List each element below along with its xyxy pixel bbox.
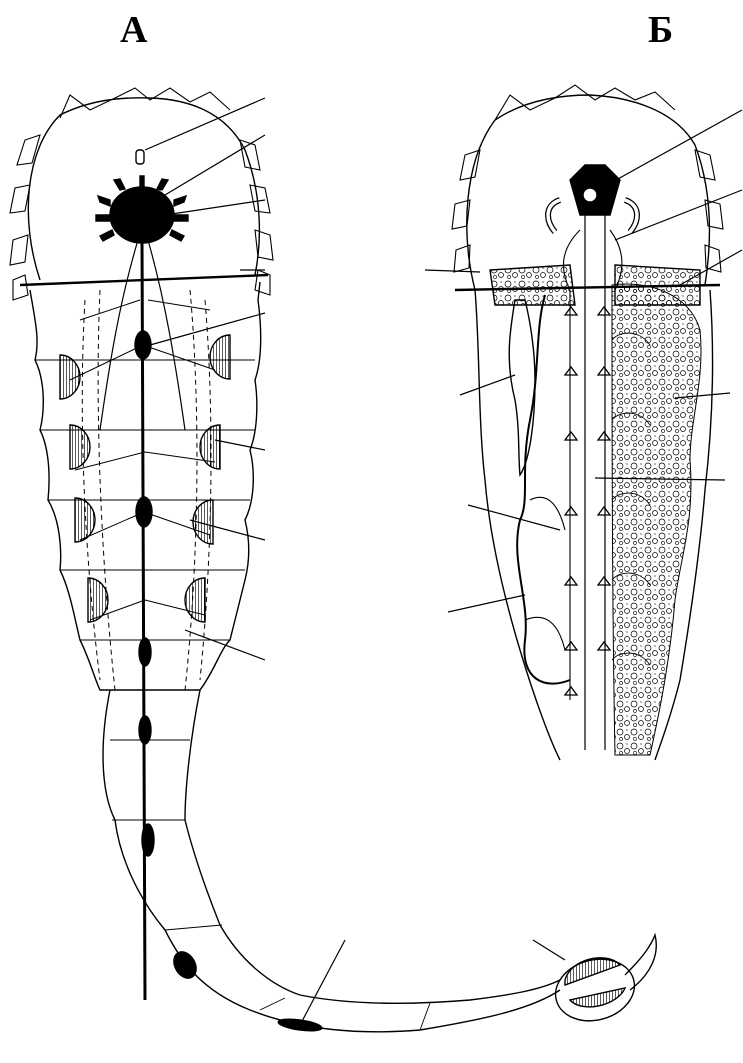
book-lung — [200, 425, 220, 469]
book-lung — [75, 498, 95, 542]
book-lung — [210, 335, 230, 379]
panel-a-drawing — [10, 88, 656, 1033]
panel-b-drawing — [425, 85, 742, 760]
book-lung — [88, 578, 108, 622]
endosternite — [490, 265, 575, 305]
leader-lines-a — [145, 98, 565, 1025]
digestive-gland — [612, 284, 701, 755]
brain-b — [548, 165, 637, 232]
book-lung — [70, 425, 90, 469]
coiled-tubule — [517, 295, 570, 684]
median-eye — [136, 150, 144, 164]
stinger — [625, 935, 656, 990]
left-organ — [509, 300, 535, 475]
tail-outline — [103, 690, 560, 1032]
book-lung — [185, 578, 205, 622]
heart-ostia — [565, 307, 610, 695]
cerebral-ganglion — [96, 176, 188, 243]
